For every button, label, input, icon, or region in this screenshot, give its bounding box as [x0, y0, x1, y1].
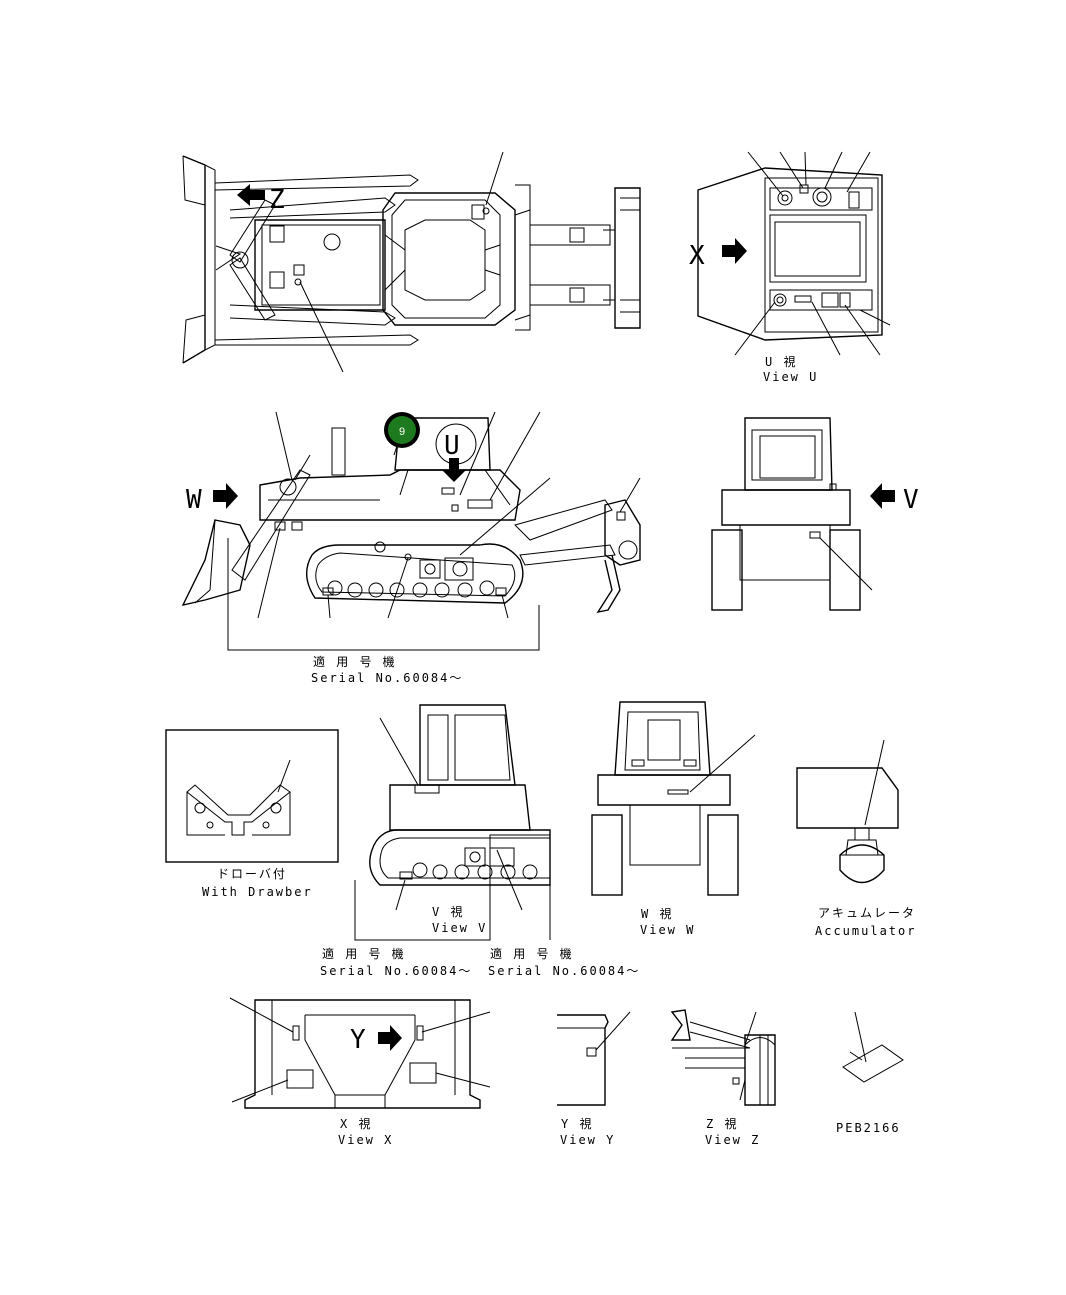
- view-u-jp-caption: U 視: [765, 354, 797, 369]
- view-z-jp-caption: Z 視: [706, 1116, 738, 1131]
- view-z-panel: Z 視 View Z: [670, 1009, 776, 1147]
- view-w-front: W 視 View W: [591, 701, 756, 937]
- view-v-side: V 視 View V 適 用 号 機 Serial No.60084～ 適 用 …: [320, 704, 640, 978]
- part-marker-badge[interactable]: [388, 416, 416, 444]
- part-marker-label: 9: [399, 426, 405, 438]
- view-v-jp-caption: V 視: [432, 904, 464, 919]
- serial-jp-label-2: 適 用 号 機: [322, 946, 406, 961]
- drawing-code-label: PEB2166: [836, 1121, 901, 1135]
- side-view-dozer: W: [181, 411, 641, 685]
- view-v-letter: V: [903, 485, 919, 515]
- view-z-en-caption: View Z: [705, 1133, 760, 1147]
- view-x-en-caption: View X: [338, 1133, 393, 1147]
- view-y-jp-caption: Y 視: [561, 1116, 593, 1131]
- serial-jp-label: 適 用 号 機: [313, 654, 397, 669]
- rear-view-dozer: V: [711, 417, 919, 611]
- view-u-arrow-icon: [442, 458, 466, 482]
- view-v-arrow-icon: [870, 483, 895, 509]
- serial-en-label: Serial No.60084～: [311, 671, 463, 685]
- drawbar-en-label: With Drawber: [202, 885, 313, 899]
- serial-en-label-2: Serial No.60084～: [320, 964, 472, 978]
- view-y-letter: Y: [350, 1025, 366, 1055]
- view-w-en-caption: View W: [640, 923, 695, 937]
- accumulator-jp-label: アキュムレータ: [818, 906, 916, 920]
- view-u-cab: X U 視 View U: [689, 151, 891, 384]
- view-x-letter: X: [689, 241, 705, 271]
- accumulator-en-label: Accumulator: [815, 924, 916, 938]
- serial-jp-label-3: 適 用 号 機: [490, 946, 574, 961]
- accumulator-detail: アキュムレータ Accumulator: [796, 739, 916, 938]
- decal-detail: PEB2166: [836, 1011, 904, 1135]
- view-w-arrow-icon: [213, 483, 238, 509]
- view-w-letter: W: [186, 485, 202, 515]
- drawbar-jp-label: ドローバ付: [217, 867, 287, 881]
- view-y-en-caption: View Y: [560, 1133, 615, 1147]
- view-v-en-caption: View V: [432, 921, 487, 935]
- view-x-panel: Y X 視 View X: [229, 997, 491, 1147]
- view-u-en-caption: View U: [763, 370, 818, 384]
- drawbar-detail: ドローバ付 With Drawber: [165, 729, 339, 899]
- view-y-panel: Y 視 View Y: [557, 1011, 631, 1147]
- view-y-arrow-icon: [378, 1025, 402, 1051]
- view-z-letter: Z: [269, 185, 285, 215]
- view-x-arrow-icon: [722, 238, 747, 264]
- view-u-letter: U: [444, 431, 460, 461]
- view-z-arrow-icon: [237, 184, 265, 206]
- view-x-jp-caption: X 視: [340, 1116, 372, 1131]
- serial-en-label-3: Serial No.60084～: [488, 964, 640, 978]
- view-w-jp-caption: W 視: [641, 906, 673, 921]
- top-view-dozer: Z: [182, 151, 641, 373]
